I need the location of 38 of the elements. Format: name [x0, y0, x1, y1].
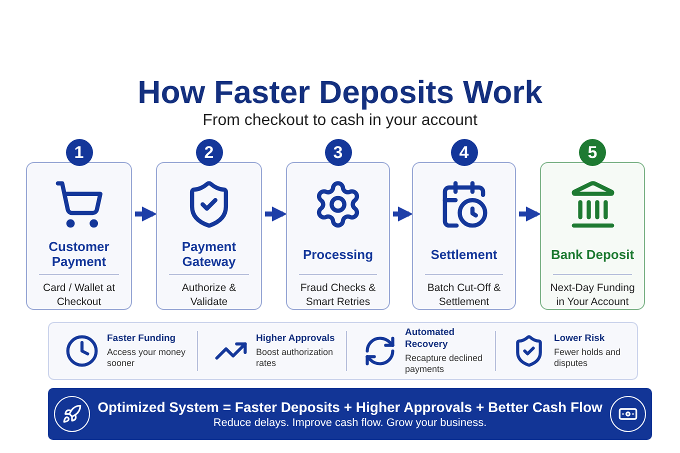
step-card	[412, 162, 516, 310]
arrow	[393, 206, 413, 222]
arrow	[265, 206, 287, 222]
step-description: Fraud Checks & Smart Retries	[299, 281, 377, 309]
step-card	[26, 162, 132, 310]
step-number-badge: 5	[579, 139, 606, 166]
step-title: Processing	[302, 246, 374, 264]
step-description: Authorize & Validate	[180, 281, 238, 309]
subtitle: From checkout to cash in your account	[202, 111, 478, 131]
arrow	[519, 206, 541, 222]
step-number-badge: 4	[450, 139, 478, 166]
benefit-description: Access your money sooner	[107, 347, 187, 369]
step-card	[156, 162, 262, 310]
step-title: Customer Payment	[48, 238, 110, 272]
banner-headline: Optimized System = Faster Deposits + Higher Approvals + Better Cash Flow	[98, 398, 602, 416]
banner-tagline: Reduce delays. Improve cash flow. Grow your business.	[213, 416, 487, 430]
step-number-badge: 2	[196, 139, 222, 166]
step-description: Card / Wallet at Checkout	[42, 281, 116, 309]
arrow	[135, 206, 157, 222]
step-title: Settlement	[430, 246, 498, 264]
summary-banner	[48, 388, 652, 440]
step-description: Batch Cut-Off & Settlement	[426, 281, 502, 309]
step-title: Payment Gateway	[180, 238, 238, 272]
benefit-description: Boost authorization rates	[256, 347, 334, 369]
step-title: Bank Deposit	[550, 246, 636, 264]
step-number-badge: 3	[324, 139, 352, 166]
benefit-title: Higher Approvals	[256, 333, 336, 345]
step-description: Next-Day Funding in Your Account	[549, 281, 636, 309]
benefit-title: Faster Funding	[107, 333, 177, 345]
step-card	[540, 162, 645, 310]
benefits-panel	[48, 322, 638, 380]
title: How Faster Deposits Work	[136, 73, 544, 112]
step-card	[286, 162, 390, 310]
step-number-badge: 1	[66, 139, 92, 166]
benefit-description: Recapture declined payments	[405, 353, 484, 375]
benefit-title: Lower Risk	[554, 333, 606, 345]
benefit-description: Fewer holds and disputes	[554, 347, 622, 369]
benefit-title: Automated Recovery	[405, 327, 456, 351]
